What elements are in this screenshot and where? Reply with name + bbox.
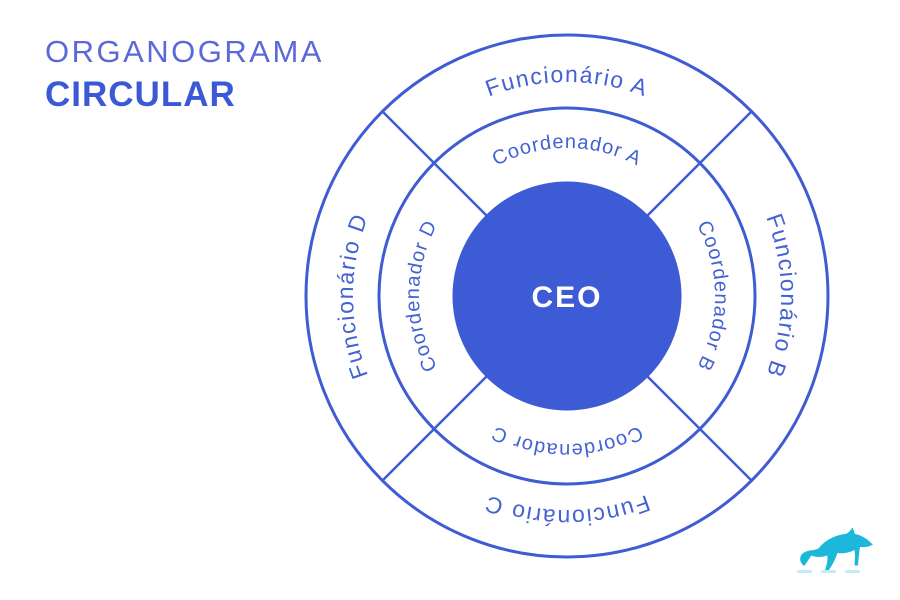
center-label: CEO [531,281,602,314]
title-line-organograma: ORGANOGRAMA [45,34,324,69]
divider-bottom-right [646,375,753,482]
outer-ring-label-top: Funcionário A [482,61,652,101]
divider-top-left [381,110,488,217]
outer-ring-circle [304,33,830,559]
fox-logo-icon [800,527,873,571]
title-line-circular: CIRCULAR [45,75,236,114]
center-circle [452,181,682,411]
middle-ring-label-right: Coordenador B [692,217,732,375]
divider-bottom-left [381,375,488,482]
middle-ring-circle [377,106,757,486]
outer-ring-label-left: Funcionário D [332,210,373,383]
logo-wordmark-faint [797,570,877,573]
logo-dash [797,570,812,573]
logo-dash [845,570,860,573]
divider-top-right [646,110,753,217]
outer-ring-label-right: Funcionário B [761,210,802,382]
middle-ring-label-bottom: Coordenador C [488,421,647,461]
outer-ring-label-bottom: Funcionário C [481,490,654,531]
middle-ring-label-left: Coordenador D [402,217,442,376]
page-title: ORGANOGRAMA CIRCULAR [45,36,324,112]
logo-dash [821,570,836,573]
middle-ring-label-top: Coordenador A [489,131,645,170]
